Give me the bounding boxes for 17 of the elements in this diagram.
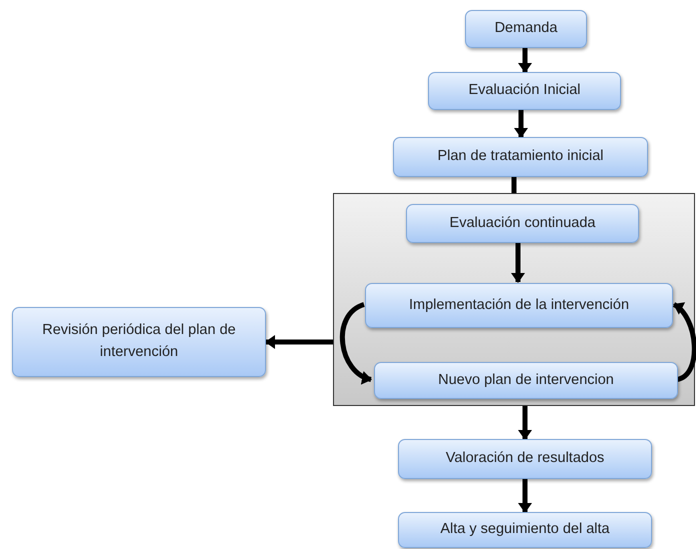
arrow bbox=[518, 479, 532, 513]
arrow bbox=[518, 48, 532, 73]
process-box: Nuevo plan de intervencion bbox=[374, 362, 678, 399]
process-box: Valoración de resultados bbox=[398, 439, 652, 479]
arrow bbox=[518, 406, 532, 440]
process-box: Alta y seguimiento del alta bbox=[398, 512, 652, 548]
arrow bbox=[265, 335, 333, 349]
process-box: Plan de tratamiento inicial bbox=[393, 137, 648, 177]
arrow bbox=[340, 302, 372, 384]
process-box: Evaluación Inicial bbox=[428, 72, 621, 110]
group-panel bbox=[333, 193, 695, 406]
arrow bbox=[511, 242, 525, 283]
process-box: Implementación de la intervención bbox=[365, 283, 673, 328]
process-box: Evaluación continuada bbox=[406, 204, 639, 243]
arrow bbox=[514, 110, 528, 138]
process-box: Revisión periódica del plan de intervención bbox=[12, 307, 266, 377]
process-box: Demanda bbox=[465, 10, 587, 48]
